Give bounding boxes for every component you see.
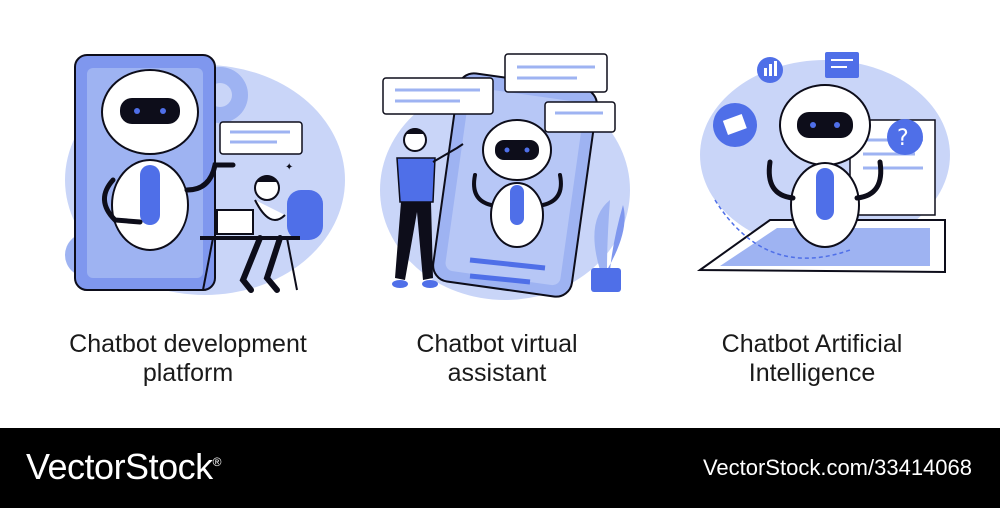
chatbot-virtual-assistant-illustration — [345, 40, 645, 300]
caption-chatbot-development-platform: Chatbot development platform — [28, 330, 348, 388]
caption-line: platform — [142, 359, 234, 387]
caption-line: Chatbot virtual — [416, 330, 578, 358]
caption-chatbot-virtual-assistant: Chatbot virtual assistant — [337, 330, 657, 388]
caption-line: Chatbot development — [69, 330, 307, 358]
footer-bar: VectorStock® VectorStock.com/33414068 — [0, 428, 1000, 508]
caption-chatbot-artificial-intelligence: Chatbot Artificial Intelligence — [652, 330, 972, 388]
caption-line: Chatbot Artificial — [721, 330, 903, 358]
brand-name: VectorStock — [26, 446, 213, 487]
vectorstock-logo[interactable]: VectorStock® — [26, 446, 221, 488]
chatbot-development-illustration: ✦ — [55, 40, 355, 300]
caption-line: Intelligence — [748, 359, 876, 387]
svg-text:?: ? — [897, 126, 909, 151]
trademark: ® — [212, 455, 222, 469]
svg-text:✦: ✦ — [285, 162, 293, 173]
image-id-link[interactable]: VectorStock.com/33414068 — [702, 455, 972, 480]
chatbot-ai-illustration: ? — [675, 40, 975, 300]
caption-line: assistant — [447, 359, 547, 387]
